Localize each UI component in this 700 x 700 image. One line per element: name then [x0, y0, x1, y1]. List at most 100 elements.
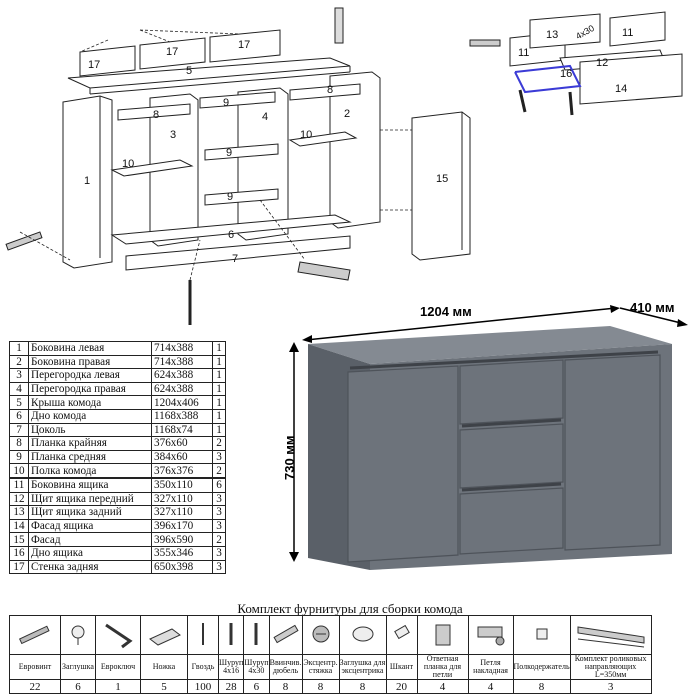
cam-lock-icon [301, 615, 340, 655]
hex-key-icon [95, 615, 141, 655]
drawer-side-right [609, 11, 666, 47]
parts-cell-n: 5 [9, 395, 29, 410]
parts-cell-n: 8 [9, 436, 29, 451]
parts-cell-q: 1 [212, 381, 226, 397]
part-label: 9 [223, 97, 229, 109]
parts-cell-q: 1 [212, 395, 226, 410]
kit-item-name: Ввинчив. дюбель [268, 654, 303, 680]
part-label: 8 [327, 84, 333, 96]
screw-icon [243, 615, 270, 655]
kit-item-qty: 4 [467, 679, 514, 694]
plinth [125, 235, 351, 271]
euroscrew-sketch [5, 231, 43, 251]
parts-cell-n: 6 [9, 408, 29, 424]
part-label: 9 [226, 147, 232, 159]
part-label: 15 [436, 173, 448, 185]
parts-cell-q: 3 [212, 491, 226, 507]
dowel-icon [268, 615, 303, 655]
drawer-bottom-outline [514, 64, 582, 94]
parts-cell-q: 3 [212, 449, 226, 465]
nail-icon [187, 615, 219, 655]
parts-cell-n: 9 [9, 449, 29, 465]
drawer-back [529, 13, 601, 49]
cabinet-drawer-3 [459, 487, 564, 555]
kit-item-name: Комплект роликовых направляющих L=350мм [569, 654, 652, 680]
parts-cell-q: 1 [212, 341, 226, 356]
rail-mid-1 [199, 91, 276, 109]
parts-cell-name: Щит ящика передний [28, 491, 152, 507]
parts-cell-dim: 624x388 [151, 368, 213, 383]
parts-cell-dim: 376x60 [151, 436, 213, 451]
cabinet-top [308, 326, 672, 364]
parts-cell-name: Перегородка левая [28, 368, 152, 383]
cam-cap-icon [338, 615, 387, 655]
leg-icon [140, 615, 188, 655]
assembly-diagram: 1 2 3 4 5 6 7 8 8 9 9 9 10 10 15 17 17 1… [5, 7, 683, 325]
parts-cell-dim: 350x110 [151, 476, 213, 493]
kit-item-qty: 100 [187, 679, 219, 694]
back-panel-left [79, 45, 136, 77]
part-label: 17 [238, 39, 250, 51]
rail-end-right [289, 83, 361, 101]
part-label: 10 [122, 158, 134, 170]
drawer-facade [579, 53, 683, 105]
door-panel [411, 111, 471, 261]
parts-cell-dim: 1204x406 [151, 395, 213, 410]
parts-cell-q: 1 [212, 408, 226, 424]
height-dimension: 730 мм [282, 435, 297, 480]
part-label: 11 [622, 27, 633, 39]
kit-item-name: Шкант [385, 654, 418, 680]
back-panel-middle [139, 37, 206, 70]
parts-cell-dim: 396x170 [151, 518, 213, 534]
part-label: 7 [232, 253, 238, 265]
parts-cell-q: 6 [212, 476, 226, 493]
kit-title: Комплект фурнитуры для сборки комода [237, 601, 463, 616]
parts-cell-q: 2 [212, 532, 226, 547]
part-label: 6 [228, 229, 234, 241]
parts-cell-q: 2 [212, 463, 226, 479]
kit-item-name: Шуруп 4x16 [217, 654, 245, 680]
kit-item-qty: 8 [268, 679, 303, 694]
wood-dowel-icon [385, 615, 418, 655]
kit-item-name: Ответная планка для петли [416, 654, 469, 680]
parts-cell-name: Дно ящика [28, 545, 152, 561]
parts-cell-name: Боковина правая [28, 354, 152, 370]
kit-item-qty: 6 [60, 679, 96, 694]
drawer-groove [461, 482, 562, 492]
width-dimension: 1204 мм [420, 304, 472, 319]
parts-cell-dim: 327x110 [151, 491, 213, 507]
back-panel-right [209, 29, 281, 63]
part-label: 3 [170, 129, 176, 141]
parts-cell-n: 7 [9, 422, 29, 438]
kit-item-name: Петля накладная [467, 654, 514, 680]
rail-end-left [117, 103, 191, 121]
parts-cell-dim: 714x388 [151, 354, 213, 370]
shelf-right [288, 131, 358, 147]
parts-cell-dim: 624x388 [151, 381, 213, 397]
parts-cell-name: Перегородка правая [28, 381, 152, 397]
part-label: 17 [88, 59, 100, 71]
parts-cell-dim: 384x60 [151, 449, 213, 465]
bottom-panel [110, 214, 352, 245]
part-label: 1 [84, 175, 90, 187]
kit-item-qty: 1 [95, 679, 141, 694]
kit-item-name: Евроключ [95, 654, 141, 680]
cabinet-drawer-1 [459, 359, 564, 425]
part-label: 13 [546, 29, 558, 41]
hinge-plate-icon [416, 615, 469, 655]
cabinet-left-door [347, 365, 459, 563]
runner-sketch [297, 261, 351, 281]
part-label: 12 [596, 57, 608, 69]
cabinet-render: 1204 мм 410 мм 730 мм [282, 300, 688, 570]
